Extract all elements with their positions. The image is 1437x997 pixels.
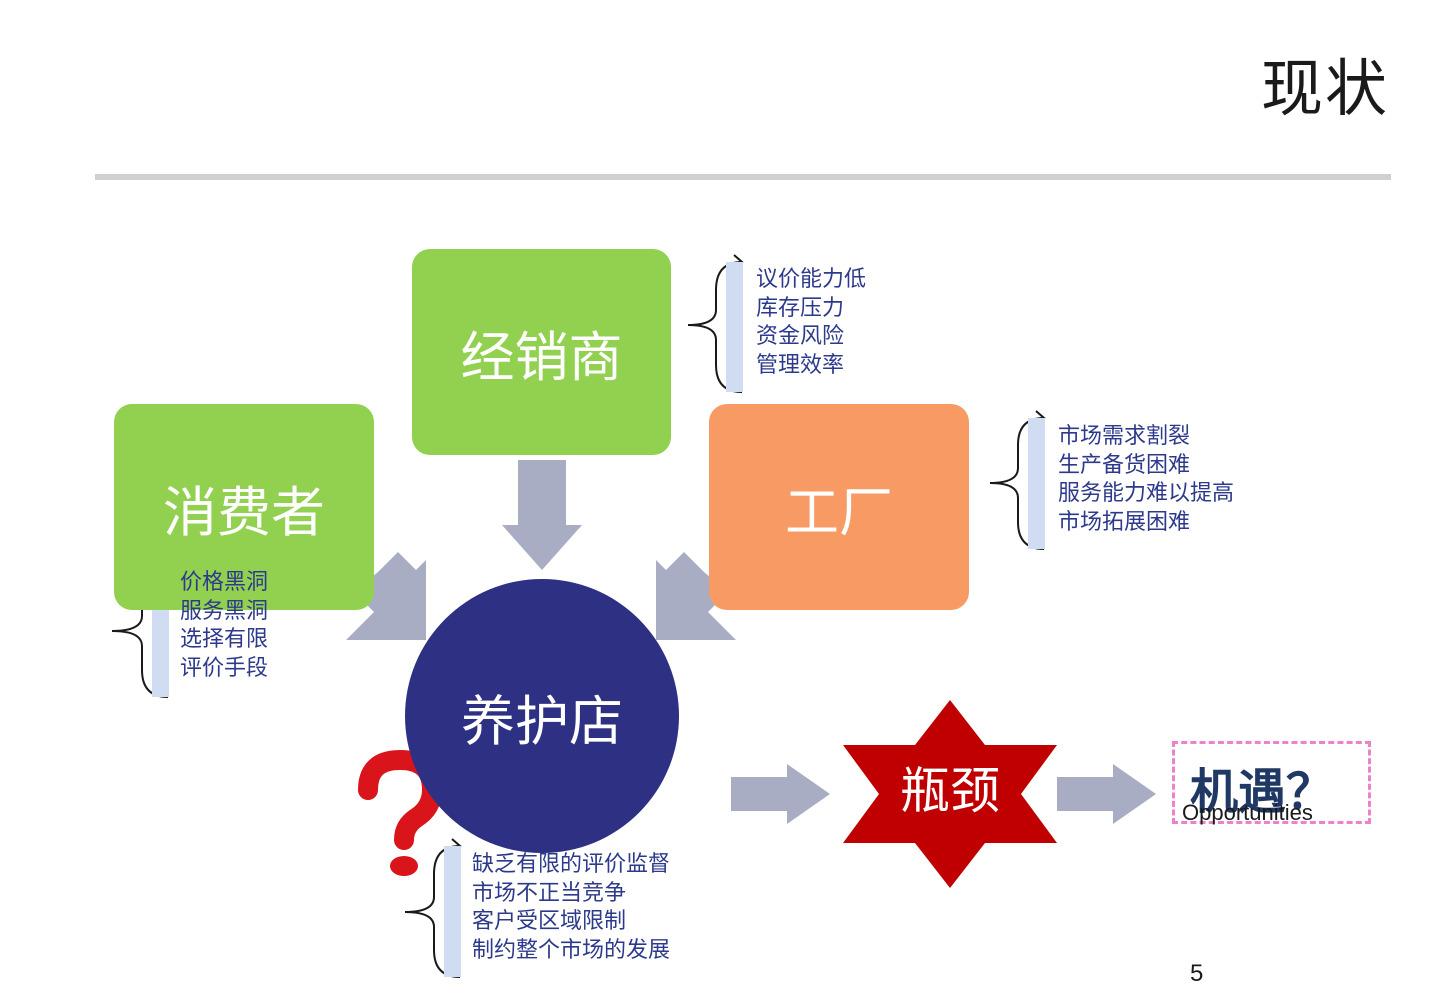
consumer-node: 消费者 xyxy=(114,404,374,610)
note-item: 生产备货困难 xyxy=(1058,452,1191,478)
note-item: 客户受区域限制 xyxy=(472,909,627,934)
consumer-notes: 价格黑洞 服务黑洞 选择有限 评价手段 xyxy=(180,569,268,683)
note-item: 市场不正当竞争 xyxy=(472,880,627,906)
note-item: 资金风险 xyxy=(756,324,845,349)
note-item: 市场需求割裂 xyxy=(1058,424,1191,449)
opportunity-subtitle: Opportunities xyxy=(1182,800,1313,825)
note-item: 选择有限 xyxy=(180,627,269,652)
opportunity-title: 机遇？ xyxy=(1190,764,1335,820)
note-item: 市场拓展困难 xyxy=(1058,509,1191,535)
note-item: 管理效率 xyxy=(756,352,845,378)
shop-notes: 缺乏有限的评价监督 市场不正当竞争 客户受区域限制 制约整个市场的发展 xyxy=(472,851,670,965)
dealer-label: 经销商 xyxy=(460,325,623,389)
note-item: 缺乏有限的评价监督 xyxy=(472,852,671,877)
note-item: 评价手段 xyxy=(180,655,269,681)
right-arrow-icon xyxy=(731,764,830,824)
diagonal-arrow-icon xyxy=(656,552,736,640)
page-number: 5 xyxy=(1190,960,1204,987)
curly-bracket-icon xyxy=(687,261,743,393)
dealer-node: 经销商 xyxy=(412,249,671,455)
curly-bracket-icon xyxy=(404,845,461,978)
bottleneck-label: 瓶颈 xyxy=(900,762,1000,820)
note-item: 服务能力难以提高 xyxy=(1058,481,1235,506)
note-item: 服务黑洞 xyxy=(180,598,269,624)
diagonal-arrow-icon xyxy=(346,552,426,640)
shop-label: 养护店 xyxy=(461,689,623,753)
page-title: 现状 xyxy=(1260,52,1389,125)
bracket-fill xyxy=(444,846,461,977)
consumer-label: 消费者 xyxy=(163,480,325,544)
bracket-fill xyxy=(1028,418,1045,549)
factory-notes: 市场需求割裂 生产备货困难 服务能力难以提高 市场拓展困难 xyxy=(1058,423,1234,537)
right-arrow-icon xyxy=(1057,764,1156,824)
note-item: 制约整个市场的发展 xyxy=(472,937,671,963)
factory-node: 工厂 xyxy=(709,404,969,610)
title-divider xyxy=(95,174,1391,180)
note-item: 议价能力低 xyxy=(756,267,867,292)
bracket-fill xyxy=(726,262,743,392)
factory-label: 工厂 xyxy=(785,480,893,544)
shop-node: 养护店 xyxy=(405,579,679,853)
opportunity-box xyxy=(1172,741,1371,824)
dealer-notes: 议价能力低 库存压力 资金风险 管理效率 xyxy=(756,266,866,380)
down-arrow-icon xyxy=(502,460,582,570)
curly-bracket-icon xyxy=(989,417,1045,550)
note-item: 库存压力 xyxy=(756,295,845,321)
note-item: 价格黑洞 xyxy=(180,570,269,595)
star-shape xyxy=(843,700,1057,888)
